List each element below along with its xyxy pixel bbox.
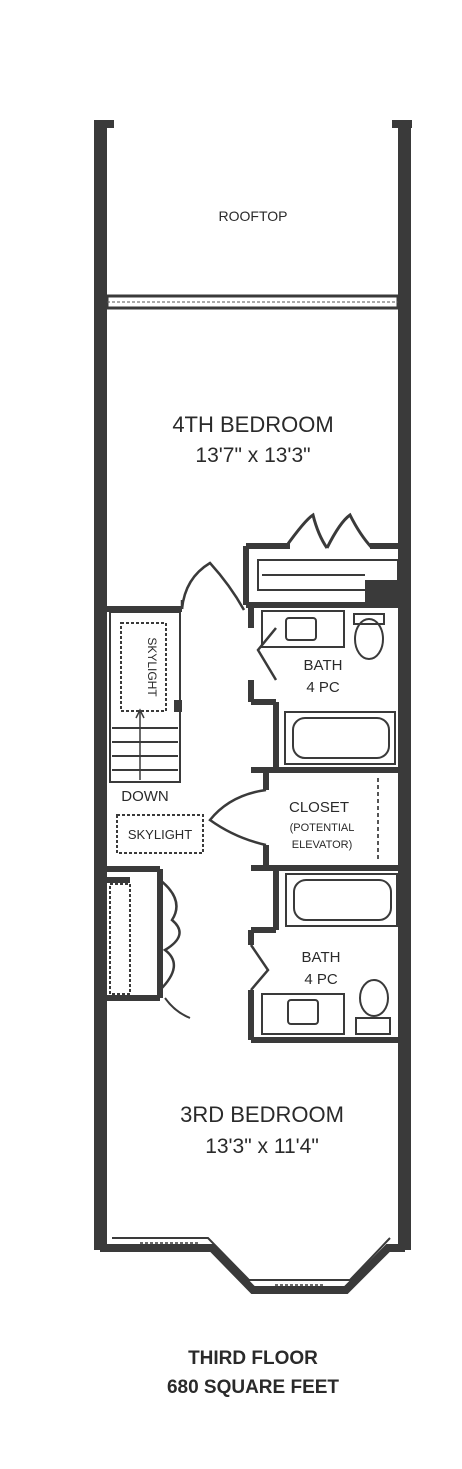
stair-down-label: DOWN bbox=[121, 788, 169, 805]
left-exterior-wall bbox=[94, 122, 107, 1250]
lower-bath-detail: 4 PC bbox=[304, 971, 338, 988]
lower-bath-fixtures bbox=[249, 873, 398, 1035]
closet-bifold-doors bbox=[283, 512, 374, 550]
skylight-lower: SKYLIGHT bbox=[116, 814, 204, 854]
lower-toilet bbox=[359, 979, 389, 1017]
lower-tub bbox=[285, 873, 398, 927]
upper-bath-detail: 4 PC bbox=[306, 679, 340, 696]
bedroom3-door bbox=[164, 997, 191, 1019]
skylight-upper-label: SKYLIGHT bbox=[145, 637, 159, 697]
stair-rail-post bbox=[174, 700, 182, 712]
upper-toilet bbox=[354, 618, 384, 660]
bedroom4-door bbox=[180, 561, 246, 611]
wardrobe bbox=[257, 559, 399, 605]
lower-bath-name: BATH bbox=[302, 949, 341, 966]
upper-bath-name: BATH bbox=[304, 657, 343, 674]
skylight-lower-label: SKYLIGHT bbox=[128, 827, 192, 842]
top-right-wall-stub bbox=[392, 120, 412, 128]
closet-name: CLOSET bbox=[289, 799, 349, 816]
upper-sink bbox=[261, 610, 345, 648]
upper-bath-fixtures bbox=[256, 610, 396, 765]
bay-window bbox=[100, 1237, 405, 1294]
right-exterior-wall bbox=[398, 122, 411, 1250]
bedroom3-name: 3RD BEDROOM bbox=[180, 1102, 344, 1127]
bedroom4-dimensions: 13'7" x 13'3" bbox=[195, 444, 310, 467]
rooftop-railing bbox=[105, 294, 400, 310]
closet-detail-2: ELEVATOR) bbox=[292, 839, 353, 851]
bedroom3-dimensions: 13'3" x 11'4" bbox=[205, 1135, 319, 1158]
rooftop-label: ROOFTOP bbox=[219, 208, 288, 224]
stair-enclosure bbox=[109, 611, 181, 783]
bedroom4-name: 4TH BEDROOM bbox=[172, 412, 333, 437]
closet-door bbox=[208, 788, 267, 847]
outer-walls bbox=[94, 120, 412, 1250]
lower-sink bbox=[261, 993, 345, 1035]
caption-area: 680 SQUARE FEET bbox=[167, 1377, 339, 1398]
upper-tub bbox=[284, 711, 396, 765]
caption-floor: THIRD FLOOR bbox=[188, 1348, 318, 1369]
closet-detail-1: (POTENTIAL bbox=[290, 822, 355, 834]
top-left-wall-stub bbox=[94, 120, 114, 128]
linen-closet bbox=[109, 879, 181, 995]
